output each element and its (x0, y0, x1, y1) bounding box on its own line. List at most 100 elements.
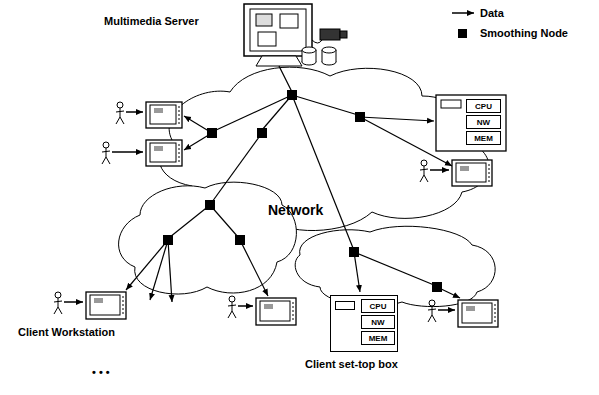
user-arms (228, 305, 236, 306)
user-legs (228, 311, 236, 318)
user-body (106, 148, 107, 157)
network-label: Network (268, 202, 323, 218)
node-text: CPU (475, 102, 492, 111)
smoothing-node (349, 247, 359, 257)
screen-window (256, 14, 272, 26)
user-head (421, 160, 427, 166)
user-arrow (64, 301, 83, 303)
component-box: MEM (466, 131, 501, 145)
camera-body (320, 29, 340, 40)
user-head (55, 292, 61, 298)
user-arrow (238, 305, 253, 307)
user-body (58, 298, 59, 307)
data-line (214, 95, 292, 131)
smoothing-node (163, 235, 173, 245)
user-arms (428, 309, 436, 310)
data-line (168, 240, 172, 302)
user-arrow (126, 111, 143, 113)
camera-lens (340, 31, 347, 38)
workstation-monitor (86, 292, 126, 319)
user-legs (54, 307, 62, 314)
disk-top (302, 47, 316, 53)
workstation-monitor (452, 160, 492, 186)
disk-side (322, 50, 323, 62)
data-line (150, 240, 168, 300)
smoothing-node (207, 128, 217, 138)
disk-top (322, 47, 336, 53)
screen-content (466, 306, 475, 311)
node-text: CPU (370, 302, 387, 311)
user-body (120, 108, 121, 117)
node-caption: Client set-top box (305, 358, 398, 371)
user-legs (428, 315, 436, 322)
network-cloud (119, 182, 297, 294)
node-text: NW (371, 318, 384, 327)
user-body (232, 302, 233, 311)
server-monitor (244, 4, 312, 56)
user-body (432, 306, 433, 315)
node-text: Multimedia Server (104, 15, 199, 27)
screen-window (280, 14, 298, 28)
monitor-buttons (495, 304, 496, 323)
set-top-box (436, 95, 506, 151)
user-arms (54, 301, 62, 302)
component-box: CPU (466, 99, 501, 113)
data-line (292, 95, 358, 115)
screen-content (154, 108, 163, 113)
legend-data-arrow (452, 12, 474, 14)
workstation-screen (456, 163, 486, 182)
user-arrow (430, 169, 449, 171)
monitor-buttons (293, 302, 294, 321)
user-body (424, 166, 425, 175)
screen-content (154, 146, 163, 151)
smoothing-node (432, 282, 442, 292)
workstation-screen (90, 295, 120, 315)
workstation-screen (150, 105, 176, 124)
component-box: MEM (361, 331, 395, 345)
box-detail (441, 100, 461, 108)
user-arrow (112, 151, 143, 153)
user-head (229, 296, 235, 302)
workstation-screen (150, 143, 176, 162)
ellipsis-mark: • • • (92, 366, 110, 378)
disk-side (336, 50, 337, 62)
component-box: NW (361, 315, 395, 329)
user-head (117, 102, 123, 108)
data-line (354, 252, 360, 292)
data-line (212, 133, 262, 202)
monitor-buttons (179, 144, 180, 162)
node-text: NW (477, 118, 490, 127)
smoothing-node (355, 112, 365, 122)
smoothing-node (205, 200, 215, 210)
user-arms (116, 111, 124, 112)
user-arrow (438, 309, 455, 311)
user-arms (420, 169, 428, 170)
node-label: Multimedia Server (104, 11, 232, 26)
node-text: MEM (369, 334, 388, 343)
screen-content (460, 166, 469, 171)
smoothing-node (235, 235, 245, 245)
data-line (292, 95, 353, 248)
data-line (354, 252, 434, 285)
screen-content (94, 298, 103, 303)
workstation-monitor (146, 140, 182, 166)
smoothing-node (287, 90, 297, 100)
component-box: NW (466, 115, 501, 129)
node-label: Client Workstation (18, 322, 148, 337)
set-top-box: Client set-top boxCPUNWMEM (330, 295, 398, 352)
component-box: CPU (361, 299, 395, 313)
user-legs (116, 117, 124, 124)
screen-content (264, 304, 273, 309)
workstation-monitor (256, 298, 296, 325)
box-detail (335, 301, 355, 310)
user-legs (102, 157, 110, 164)
data-line (240, 240, 268, 296)
node-text: Client Workstation (18, 326, 115, 338)
legend-text: Smoothing Node (480, 27, 568, 39)
camera-cable (312, 40, 322, 43)
monitor-buttons (123, 296, 124, 315)
legend-swatch (458, 29, 467, 38)
user-arms (102, 151, 110, 152)
workstation-monitor (146, 102, 182, 128)
